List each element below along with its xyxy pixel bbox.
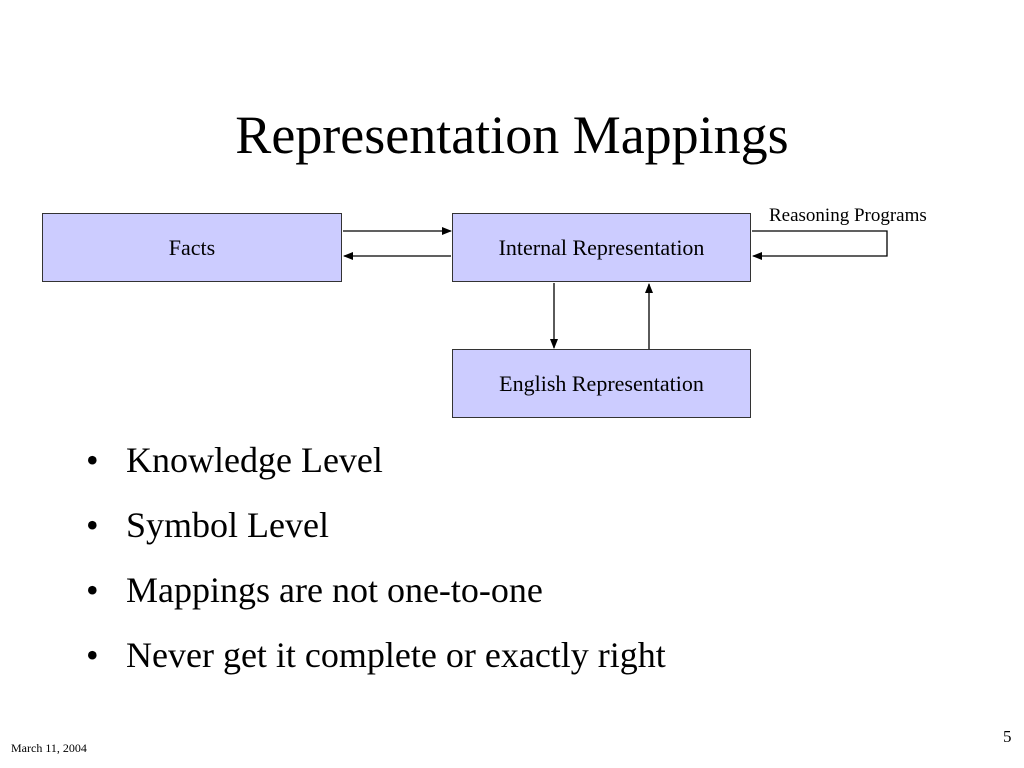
bullet-item: • Never get it complete or exactly right <box>86 623 666 688</box>
bullet-item: • Symbol Level <box>86 493 666 558</box>
bullet-text: Knowledge Level <box>126 440 383 480</box>
bullet-text: Never get it complete or exactly right <box>126 635 666 675</box>
english-representation-label: English Representation <box>499 370 704 396</box>
bullet-dot: • <box>86 440 99 480</box>
facts-node-label: Facts <box>168 234 216 260</box>
bullet-dot: • <box>86 635 99 675</box>
bullet-item: • Mappings are not one-to-one <box>86 558 666 623</box>
facts-node: Facts <box>42 213 342 282</box>
reasoning-programs-label: Reasoning Programs <box>769 205 927 226</box>
english-representation-node: English Representation <box>452 349 751 418</box>
internal-representation-label: Internal Representation <box>498 234 705 260</box>
bullet-list: • Knowledge Level • Symbol Level • Mappi… <box>86 428 666 688</box>
bullet-dot: • <box>86 505 99 545</box>
bullet-item: • Knowledge Level <box>86 428 666 493</box>
bullet-text: Symbol Level <box>126 505 329 545</box>
bullet-dot: • <box>86 570 99 610</box>
page-number: 5 <box>1003 727 1012 746</box>
footer-date: March 11, 2004 <box>11 741 87 755</box>
internal-representation-node: Internal Representation <box>452 213 751 282</box>
bullet-text: Mappings are not one-to-one <box>126 570 543 610</box>
reasoning-loop-arrow <box>752 230 888 260</box>
slide-title: Representation Mappings <box>235 105 789 165</box>
